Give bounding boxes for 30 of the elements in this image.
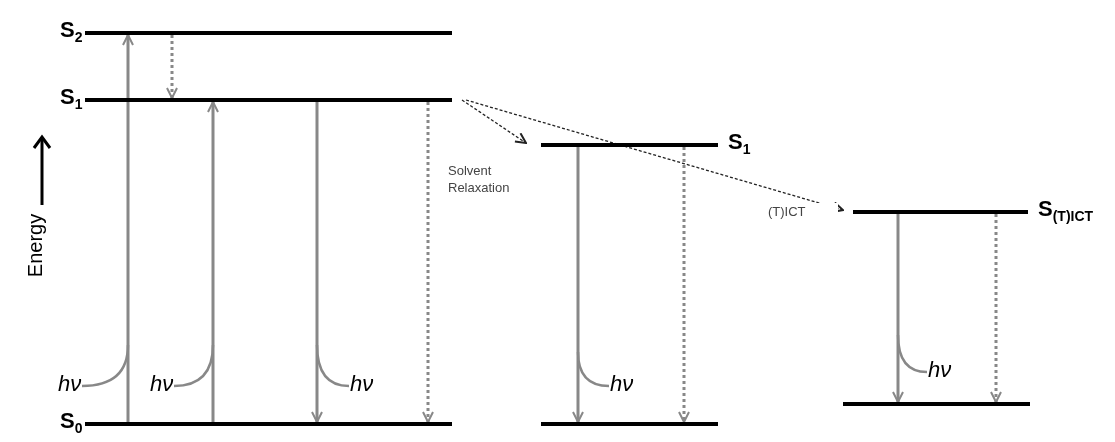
level-label: S$_{0}$ — [60, 409, 83, 438]
photon-label: hν — [928, 358, 952, 382]
energy-level — [843, 402, 1030, 406]
level-label: S$_{1}$ — [60, 85, 83, 114]
arrow — [122, 34, 134, 422]
level-label: S$_{2}$ — [60, 18, 83, 47]
arrow — [892, 214, 904, 403]
level-label: S$_{1}$ — [728, 130, 751, 159]
leader-line — [576, 351, 610, 388]
leader-line — [81, 344, 130, 388]
photon-label: hν — [350, 372, 374, 396]
arrow — [207, 101, 219, 422]
level-label: S$_{(T)ICT}$ — [1038, 197, 1094, 226]
leader-line — [173, 344, 215, 388]
photon-label: hν — [58, 372, 82, 396]
arrow — [572, 147, 584, 423]
leader-line — [315, 344, 350, 388]
leader-line — [896, 334, 928, 374]
arrow — [166, 35, 178, 99]
arrow — [990, 214, 1002, 403]
arrow — [465, 99, 844, 213]
arrow — [422, 102, 434, 423]
arrow — [311, 102, 323, 423]
photon-label: hν — [610, 372, 634, 396]
energy-level — [541, 422, 718, 426]
axis-label: Energy — [23, 213, 47, 277]
photon-label: hν — [150, 372, 174, 396]
arrow — [678, 147, 690, 423]
arrow — [461, 99, 527, 144]
edge-label: (T)ICT — [768, 203, 838, 220]
